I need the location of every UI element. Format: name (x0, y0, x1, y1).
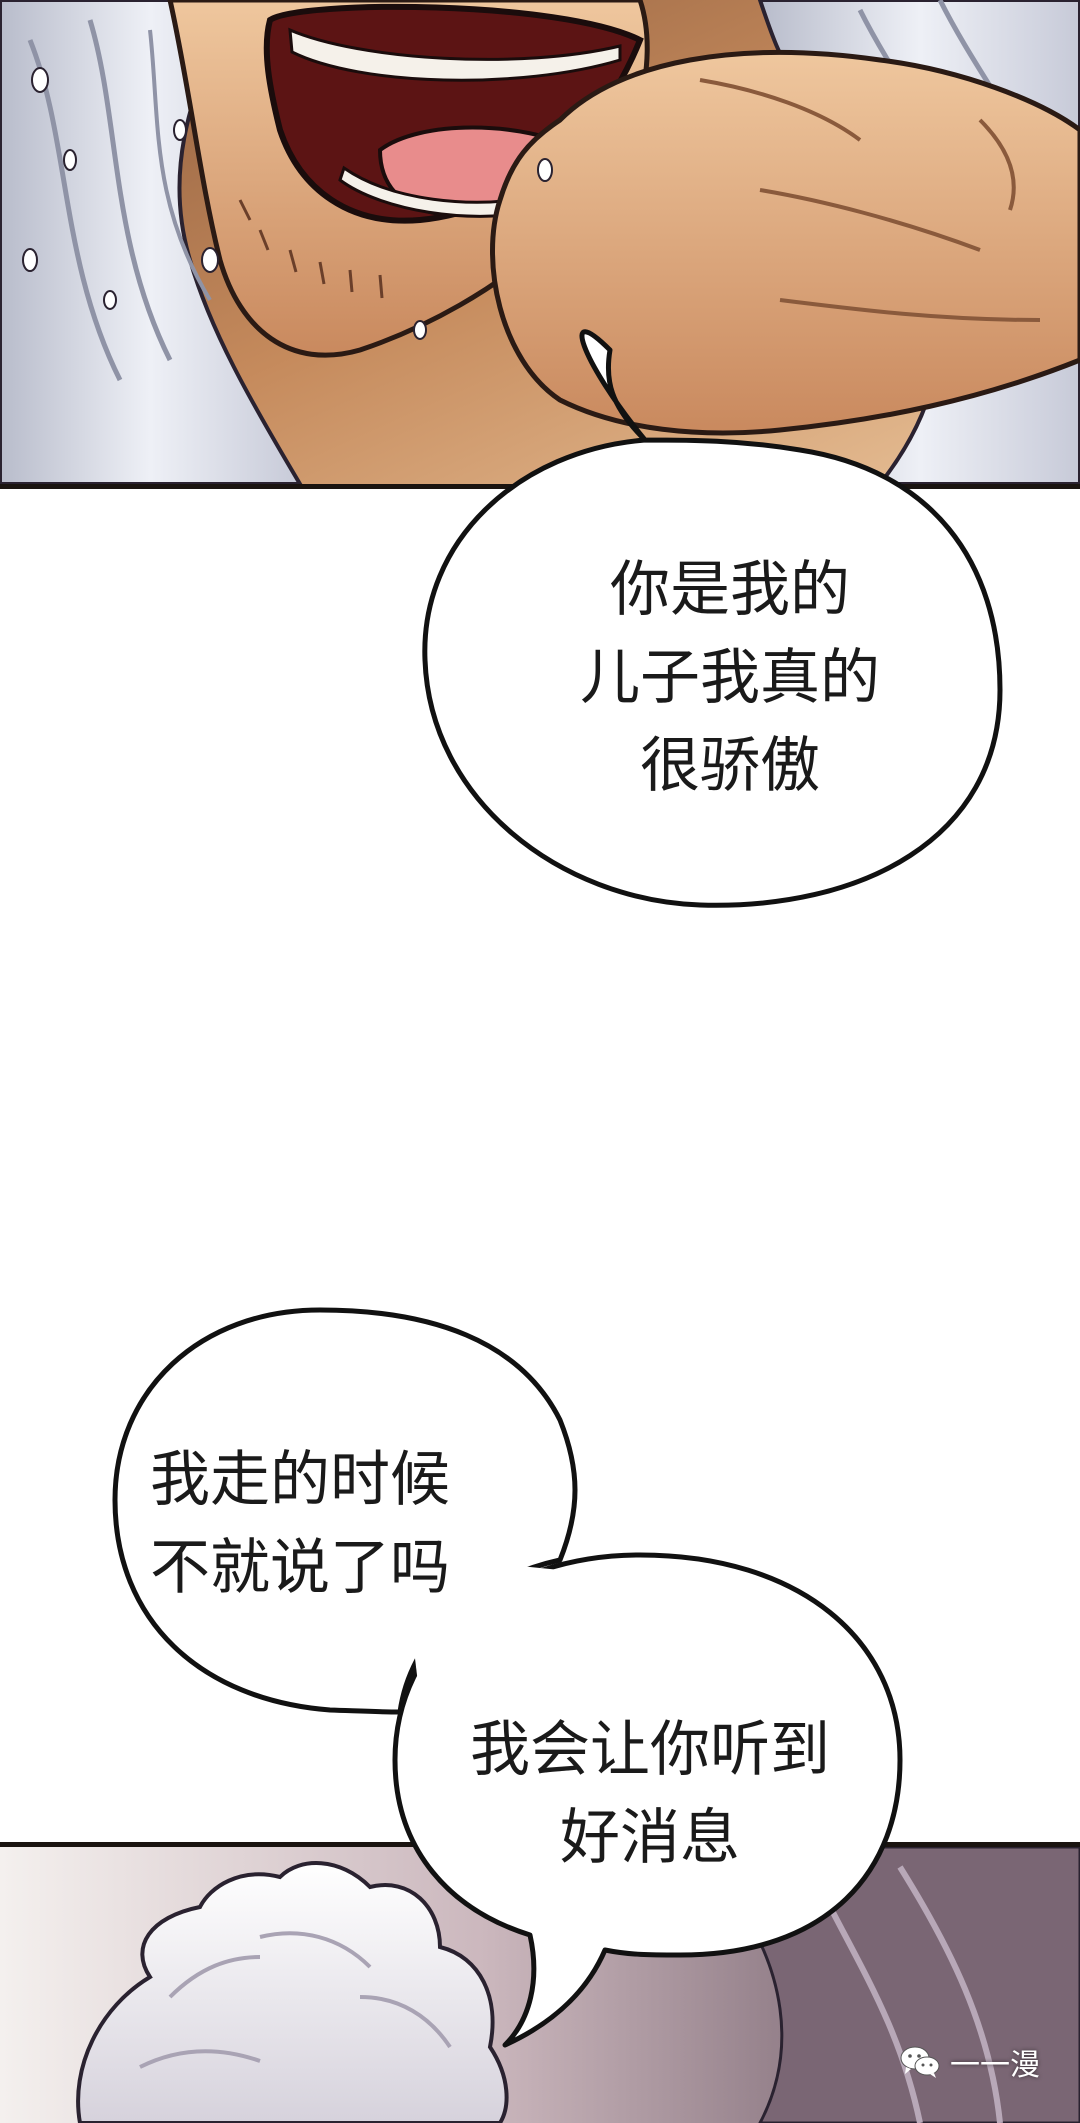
bubble-3-line-2: 好消息 (560, 1803, 740, 1873)
watermark-text: 一一漫 (950, 2048, 1040, 2083)
top-comic-panel (0, 0, 1080, 489)
bubble-3-line-1: 我会让你听到 (470, 1715, 830, 1785)
bubble-2-line-2: 不就说了吗 (150, 1533, 450, 1603)
wechat-icon (900, 2045, 940, 2079)
bubble-1-line-2: 儿子我真的 (580, 643, 880, 713)
speech-bubble-3-text: 我会让你听到 好消息 (420, 1706, 880, 1882)
speech-bubble-2-text: 我走的时候 不就说了吗 (150, 1436, 520, 1612)
speech-bubble-1-text: 你是我的 儿子我真的 很骄傲 (500, 546, 960, 810)
bubble-1-line-3: 很骄傲 (640, 731, 820, 801)
bubble-2-line-1: 我走的时候 (150, 1445, 450, 1515)
top-panel-artwork (0, 0, 1080, 484)
bubble-1-line-1: 你是我的 (610, 555, 850, 625)
watermark: 一一漫 (900, 2040, 1040, 2084)
